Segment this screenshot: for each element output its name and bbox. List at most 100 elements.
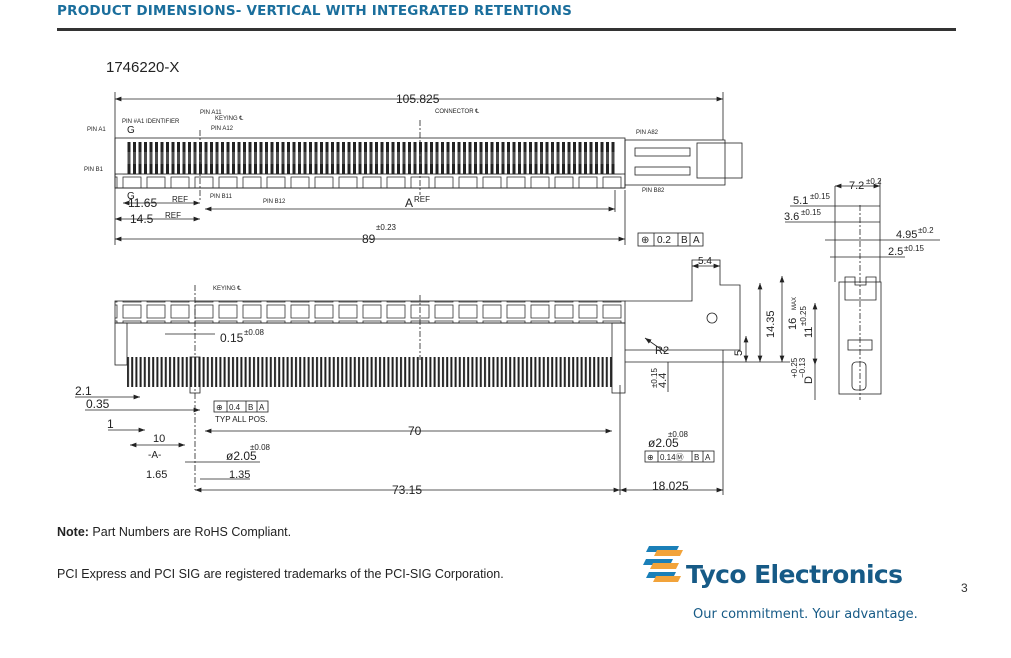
dia-tol-right: ±0.08 — [668, 430, 689, 439]
section-g-top: G — [127, 125, 135, 136]
dim-2-5-tol: ±0.15 — [904, 244, 925, 253]
fcf-datum-b: B — [681, 235, 688, 246]
dim-89-tol: ±0.23 — [376, 223, 397, 232]
dim-5: 5 — [733, 350, 745, 356]
dim-14-5: 14.5 — [130, 212, 154, 226]
retention-slot — [634, 147, 691, 157]
latch-profile — [844, 276, 877, 301]
retention-hole — [706, 312, 718, 324]
fcf-datum-b: B — [694, 453, 699, 462]
label-connector-cl: CONNECTOR ℄ — [435, 109, 479, 115]
tyco-logo: Tyco Electronics Our commitment. Your ad… — [643, 544, 943, 624]
heading-rule — [57, 28, 956, 31]
top-view — [114, 92, 743, 245]
radius-r2: R2 — [655, 345, 669, 357]
dim-105: 105.825 — [396, 92, 440, 106]
fcf-datum-a: A — [259, 403, 265, 412]
dim-line-r2 — [644, 337, 666, 353]
dim-1: 1 — [107, 417, 114, 431]
dim-5-4: 5.4 — [698, 256, 712, 267]
side-pins — [127, 357, 612, 387]
fcf-datum-a: A — [693, 235, 700, 246]
label-keying-side: KEYING ℄ — [213, 286, 241, 292]
dim-3-6: 3.6 — [784, 211, 799, 223]
dim-4-4-tol: ±0.15 — [650, 367, 659, 388]
label-pin-a1: PIN A1 — [87, 127, 106, 133]
dim-70: 70 — [408, 424, 422, 438]
dim-1-35: 1.35 — [229, 469, 250, 481]
dim-a: A — [405, 196, 413, 210]
dim-d-tol-minus: −0.13 — [798, 357, 807, 378]
ref-label: REF — [165, 211, 181, 220]
end-post-right — [611, 322, 626, 394]
label-pin-b11: PIN B11 — [210, 194, 233, 200]
fcf-typ: ⊕ 0.4 B A — [213, 400, 269, 413]
retention-latch — [696, 142, 743, 179]
end-peg — [851, 361, 867, 391]
retention-slot — [634, 166, 691, 176]
ref-label: REF — [414, 195, 430, 204]
dim-2-5: 2.5 — [888, 246, 903, 258]
position-symbol: ⊕ — [647, 453, 654, 462]
dim-7-2: 7.2 — [849, 180, 864, 192]
end-view-labels: 7.2 ±0.2 5.1 ±0.15 3.6 ±0.15 4.95 ±0.2 2… — [784, 177, 934, 384]
fcf-tolerance: 0.14Ⓜ — [660, 453, 684, 462]
label-pin-b1: PIN B1 — [84, 167, 104, 173]
tab-row — [114, 173, 626, 189]
dim-18-025: 18.025 — [652, 479, 689, 493]
technical-drawing: 105.825 CONNECTOR ℄ PIN A1 PIN #A1 IDENT… — [75, 92, 940, 497]
dim-0-35: 0.35 — [86, 397, 110, 411]
label-pin-a11: PIN A11 — [200, 110, 222, 116]
dim-0-15-tol: ±0.08 — [244, 328, 265, 337]
side-tab-row — [114, 300, 626, 324]
dim-11: 11 — [803, 327, 815, 338]
dia-2-05: ø2.05 — [226, 449, 257, 463]
dim-89: 89 — [362, 232, 376, 246]
retention-housing — [624, 139, 726, 186]
section-g-bottom: G — [127, 191, 135, 202]
rohs-note: Note: Part Numbers are RoHS Compliant. — [57, 525, 291, 539]
dim-10: 10 — [153, 433, 165, 445]
end-post-left — [114, 322, 128, 366]
note-text: Part Numbers are RoHS Compliant. — [88, 525, 292, 539]
dim-2-1: 2.1 — [75, 384, 92, 398]
dim-d-tol-plus: +0.25 — [790, 357, 799, 378]
dim-14-35: 14.35 — [765, 310, 777, 338]
page-number: 3 — [961, 581, 968, 595]
label-pin-a82: PIN A82 — [636, 130, 659, 136]
side-view — [75, 259, 790, 495]
top-view-labels: 105.825 CONNECTOR ℄ PIN A1 PIN #A1 IDENT… — [84, 92, 665, 246]
brand-tagline: Our commitment. Your advantage. — [693, 607, 918, 622]
fcf-datum-b: B — [248, 403, 253, 412]
dim-4-95-tol: ±0.2 — [918, 226, 934, 235]
dia-2-05-right: ø2.05 — [648, 436, 679, 450]
dim-7-2-tol: ±0.2 — [866, 177, 882, 186]
dim-5-1-tol: ±0.15 — [810, 192, 831, 201]
dim-4-95: 4.95 — [896, 229, 917, 241]
side-view-labels: KEYING ℄ 0.15 ±0.08 2.1 0.35 1 10 -A- 1.… — [75, 256, 799, 497]
dim-3-6-tol: ±0.15 — [801, 208, 822, 217]
fcf-top: ⊕ 0.2 B A — [637, 232, 704, 247]
dim-0-15: 0.15 — [220, 331, 244, 345]
note-label: Note: — [57, 525, 89, 539]
dim-11-65: 11.65 — [128, 196, 157, 210]
part-number: 1746220-X — [106, 59, 180, 76]
pin-row-b — [125, 164, 615, 174]
fcf-right: ⊕ 0.14Ⓜ B A — [644, 450, 715, 463]
dim-11-tol: ±0.25 — [799, 305, 808, 326]
fcf-tolerance: 0.2 — [657, 235, 671, 246]
max-label: MAX — [792, 297, 798, 310]
label-pin-a1-identifier: PIN #A1 IDENTIFIER — [122, 119, 180, 125]
brand-name: Tyco Electronics — [686, 560, 903, 589]
dim-1-65: 1.65 — [146, 469, 167, 481]
ref-label: REF — [172, 195, 188, 204]
end-view — [785, 180, 940, 400]
position-symbol: ⊕ — [216, 403, 223, 412]
label-pin-b12: PIN B12 — [263, 199, 286, 205]
fcf-datum-a: A — [705, 453, 711, 462]
logo-mark-icon — [643, 546, 683, 582]
dim-5-1: 5.1 — [793, 195, 808, 207]
typ-all-pos: TYP ALL POS. — [215, 415, 267, 424]
pin-row-center — [125, 152, 615, 164]
label-keying: KEYING ℄ — [215, 116, 243, 122]
